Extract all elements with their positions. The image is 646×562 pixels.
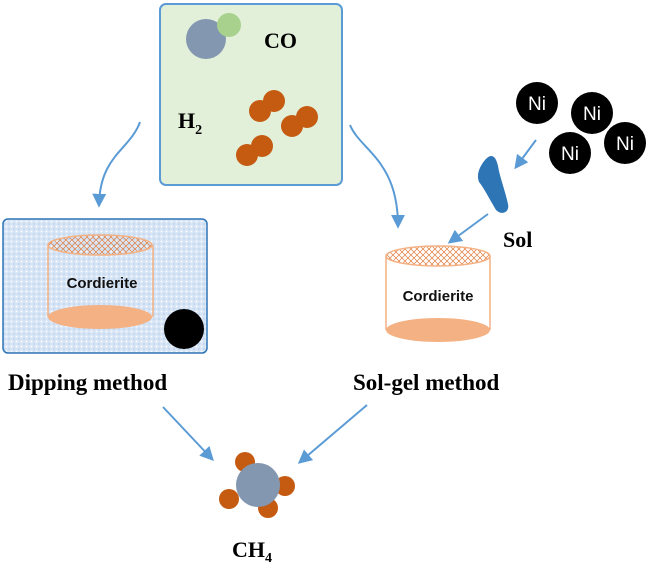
- ni-particle-label: Ni: [528, 94, 546, 115]
- solgel-substrate-label: Cordierite: [403, 288, 474, 305]
- h2-label: H2: [178, 108, 202, 138]
- dipping-method-label: Dipping method: [8, 370, 167, 395]
- solgel-method-label: Sol-gel method: [353, 370, 500, 395]
- ch4-label: CH4: [232, 537, 272, 562]
- arrow-sol-to-solgel: [447, 213, 489, 244]
- co-label: CO: [264, 28, 297, 53]
- ni-particle-label: Ni: [616, 134, 634, 155]
- dipping-bath: Cordierite: [2, 218, 208, 354]
- arrow-to-dipping: [92, 121, 141, 208]
- dipping-substrate-label: Cordierite: [67, 275, 138, 292]
- sol-droplet-icon: [477, 155, 509, 213]
- ch4-molecule-icon: [219, 452, 295, 518]
- arrow-to-solgel: [349, 124, 405, 229]
- h2-molecule-icon: [249, 90, 285, 122]
- sol-label: Sol: [503, 227, 532, 252]
- reactant-box: CO H2: [159, 3, 343, 186]
- ni-particle-label: Ni: [561, 144, 579, 165]
- h2-molecule-icon: [281, 106, 318, 137]
- cordierite-substrate-icon: [47, 234, 154, 329]
- solgel-substrate-icon: [385, 245, 491, 342]
- arrow-dipping-to-product: [162, 406, 214, 462]
- ni-particle-icon: [164, 309, 204, 349]
- ni-particles: Ni Ni Ni Ni: [516, 82, 646, 174]
- ni-particle-label: Ni: [583, 104, 601, 125]
- arrow-ni-to-sol: [514, 139, 537, 170]
- co-molecule-icon: [186, 13, 241, 59]
- arrow-solgel-to-product: [297, 404, 368, 464]
- h2-molecule-icon: [236, 135, 273, 166]
